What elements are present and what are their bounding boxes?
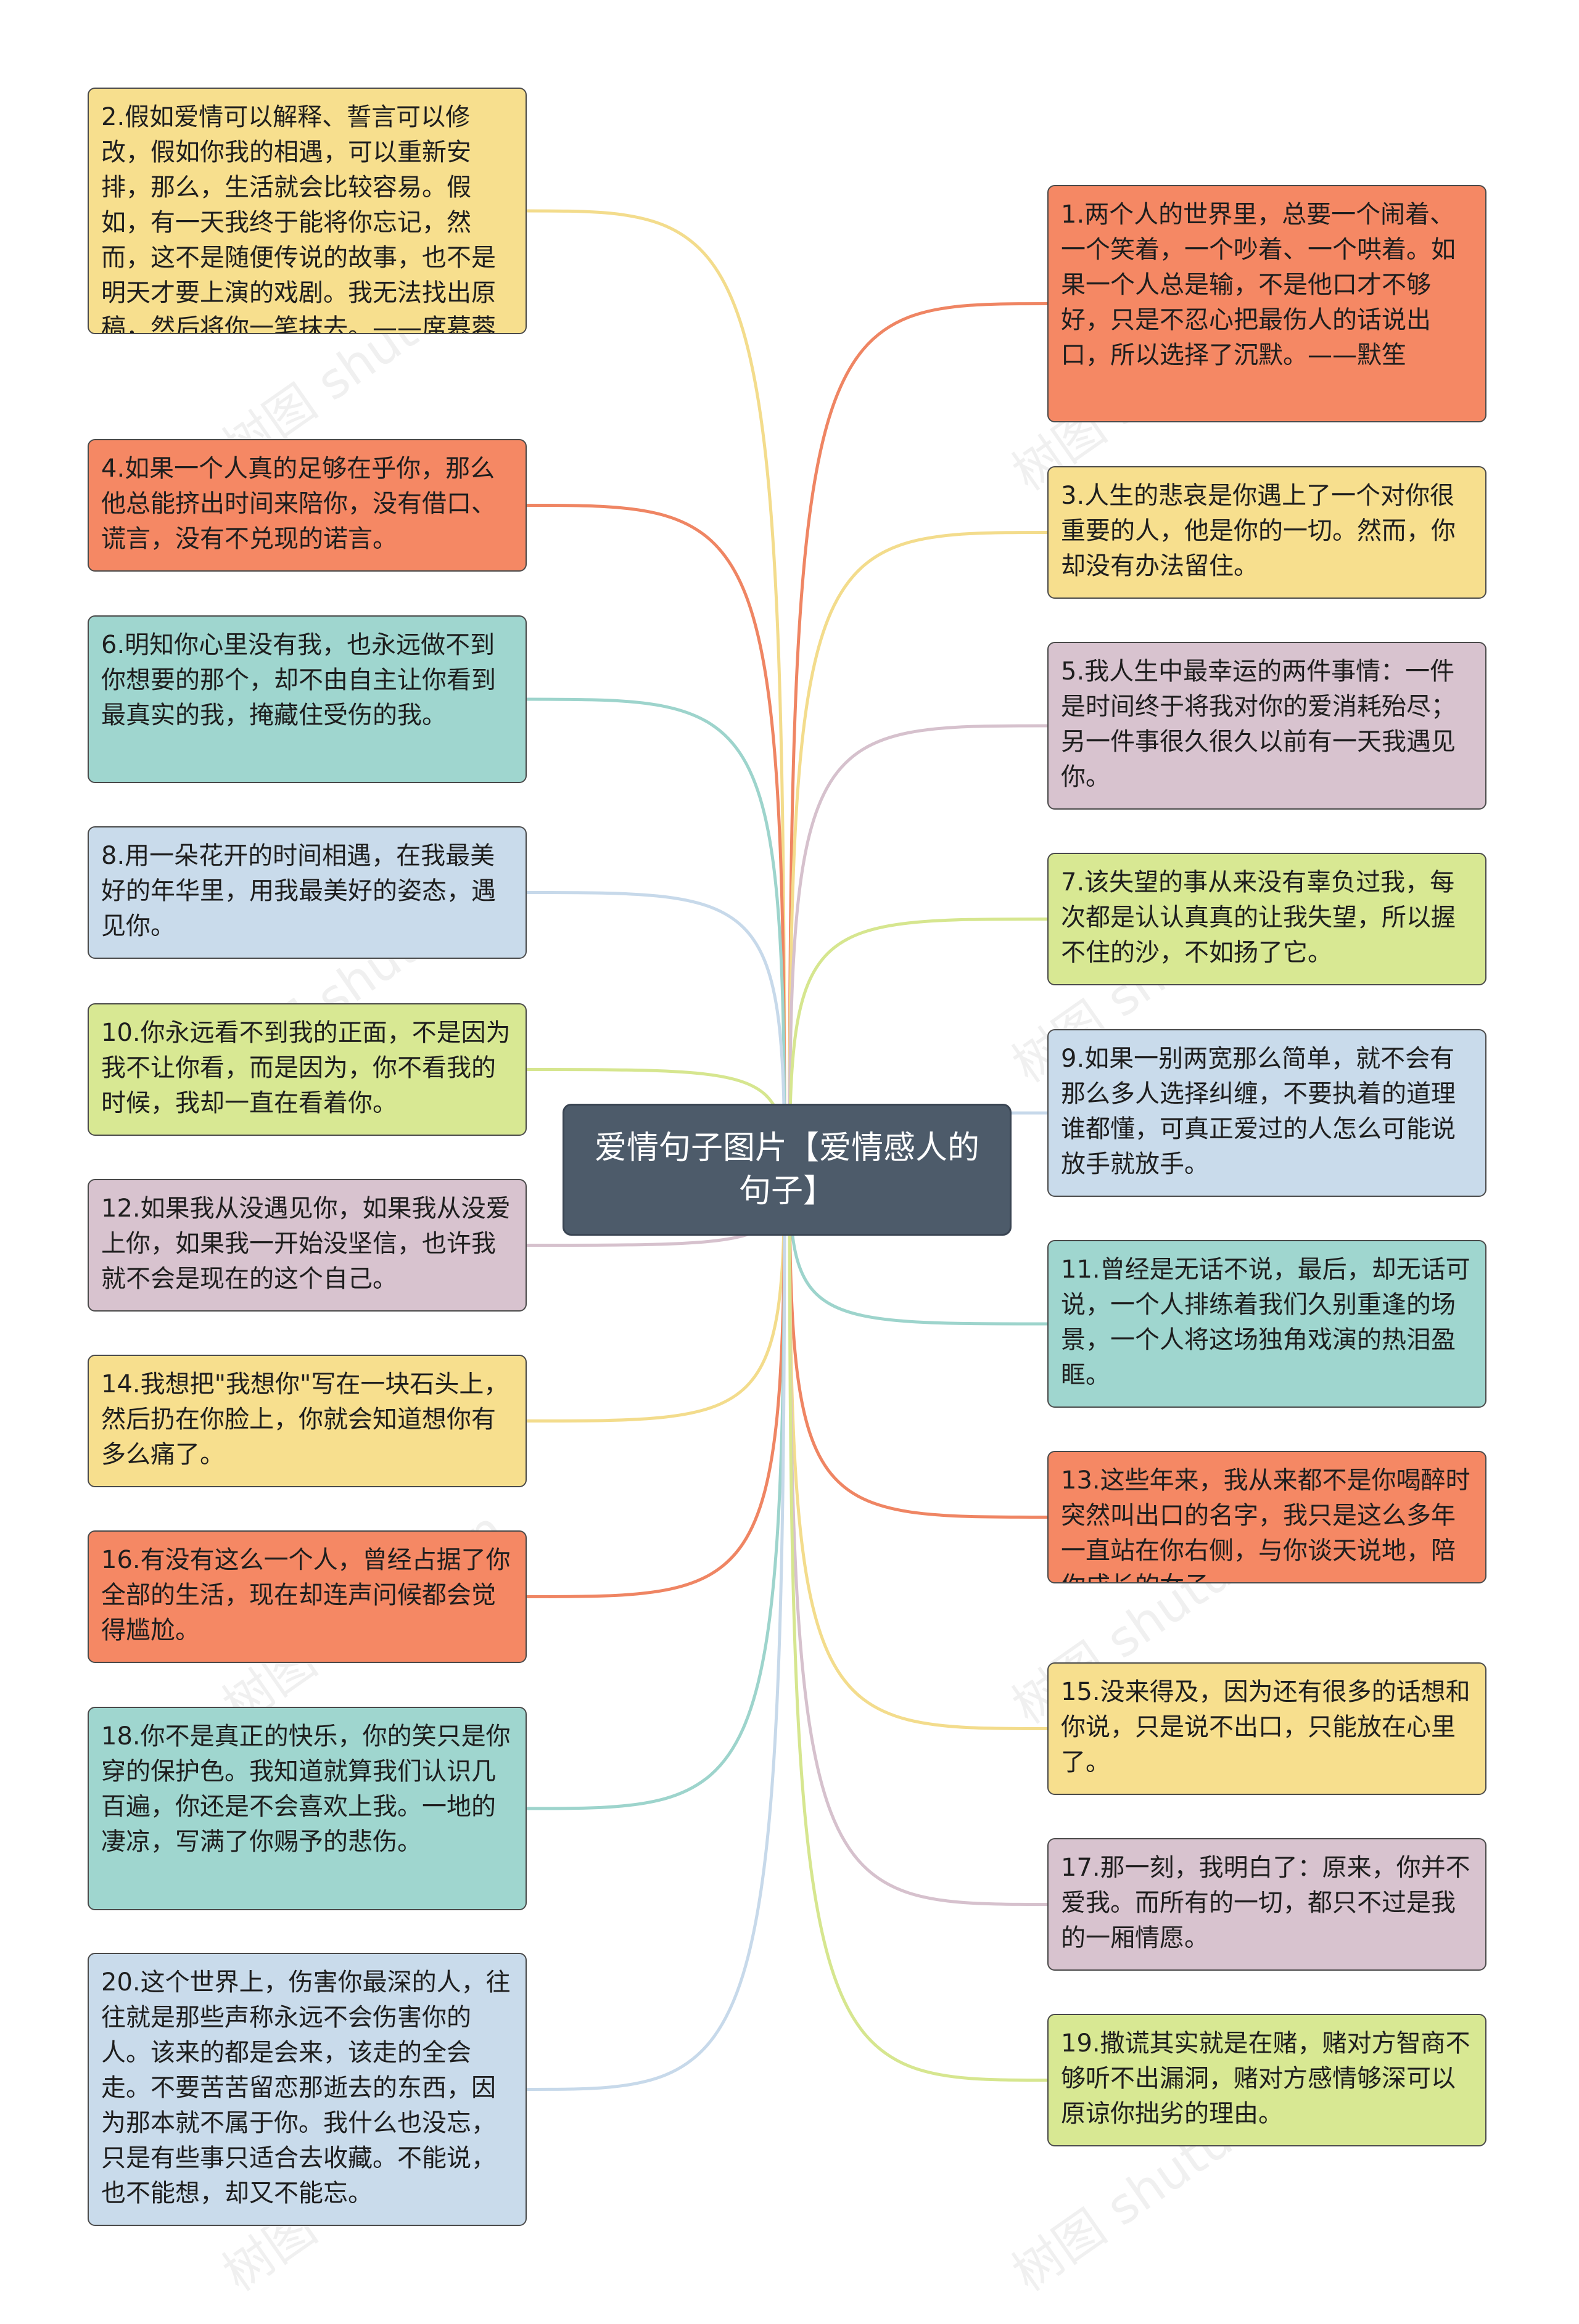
topic-node-right[interactable]: 9.如果一别两宽那么简单，就不会有那么多人选择纠缠，不要执着的道理谁都懂，可真正… xyxy=(1047,1029,1486,1197)
topic-node-text: 10.你永远看不到我的正面，不是因为我不让你看，而是因为，你不看我的时候，我却一… xyxy=(101,1019,511,1117)
connector-line xyxy=(525,209,786,1172)
topic-node-text: 8.用一朵花开的时间相遇，在我最美好的年华里，用我最美好的姿态，遇见你。 xyxy=(101,842,496,940)
connector-line xyxy=(788,918,1049,1172)
topic-node-text: 12.如果我从没遇见你，如果我从没爱上你，如果我一开始没坚信，也许我就不会是现在… xyxy=(101,1194,511,1293)
topic-node-right[interactable]: 17.那一刻，我明白了：原来，你并不爱我。而所有的一切，都只不过是我的一厢情愿。 xyxy=(1047,1838,1486,1971)
topic-node-left[interactable]: 16.有没有这么一个人，曾经占据了你全部的生活，现在却连声问候都会觉得尴尬。 xyxy=(88,1530,527,1663)
connector-line xyxy=(788,724,1049,1172)
topic-node-text: 13.这些年来，我从来都不是你喝醉时突然叫出口的名字，我只是这么多年一直站在你右… xyxy=(1061,1466,1470,1582)
topic-node-left[interactable]: 4.如果一个人真的足够在乎你，那么他总能挤出时间来陪你，没有借口、谎言，没有不兑… xyxy=(88,439,527,572)
connector-line xyxy=(525,891,786,1172)
topic-node-right[interactable]: 19.撒谎其实就是在赌，赌对方智商不够听不出漏洞，赌对方感情够深可以原谅你拙劣的… xyxy=(1047,2014,1486,2146)
topic-node-left[interactable]: 12.如果我从没遇见你，如果我从没爱上你，如果我一开始没坚信，也许我就不会是现在… xyxy=(88,1179,527,1312)
topic-node-right[interactable]: 13.这些年来，我从来都不是你喝醉时突然叫出口的名字，我只是这么多年一直站在你右… xyxy=(1047,1451,1486,1583)
topic-node-text: 19.撒谎其实就是在赌，赌对方智商不够听不出漏洞，赌对方感情够深可以原谅你拙劣的… xyxy=(1061,2029,1470,2128)
topic-node-text: 2.假如爱情可以解释、誓言可以修改，假如你我的相遇，可以重新安排，那么，生活就会… xyxy=(101,103,496,334)
topic-node-right[interactable]: 7.该失望的事从来没有辜负过我，每次都是认认真真的让我失望，所以握不住的沙，不如… xyxy=(1047,853,1486,985)
topic-node-text: 7.该失望的事从来没有辜负过我，每次都是认认真真的让我失望，所以握不住的沙，不如… xyxy=(1061,868,1456,967)
topic-node-right[interactable]: 3.人生的悲哀是你遇上了一个对你很重要的人，他是你的一切。然而，你却没有办法留住… xyxy=(1047,466,1486,599)
topic-node-right[interactable]: 1.两个人的世界里，总要一个闹着、一个笑着，一个吵着、一个哄着。如果一个人总是输… xyxy=(1047,185,1486,422)
topic-node-text: 5.我人生中最幸运的两件事情：一件是时间终于将我对你的爱消耗殆尽；另一件事很久很… xyxy=(1061,657,1456,791)
topic-node-right[interactable]: 5.我人生中最幸运的两件事情：一件是时间终于将我对你的爱消耗殆尽；另一件事很久很… xyxy=(1047,642,1486,810)
connector-line xyxy=(788,1168,1049,1906)
connector-line xyxy=(525,697,786,1172)
connector-line xyxy=(788,531,1049,1172)
connector-line xyxy=(525,1168,786,1810)
central-topic-label: 爱情句子图片【爱情感人的句子】 xyxy=(594,1130,979,1210)
central-topic[interactable]: 爱情句子图片【爱情感人的句子】 xyxy=(563,1104,1012,1236)
topic-node-text: 1.两个人的世界里，总要一个闹着、一个笑着，一个吵着、一个哄着。如果一个人总是输… xyxy=(1061,200,1456,369)
topic-node-left[interactable]: 8.用一朵花开的时间相遇，在我最美好的年华里，用我最美好的姿态，遇见你。 xyxy=(88,826,527,959)
topic-node-text: 17.那一刻，我明白了：原来，你并不爱我。而所有的一切，都只不过是我的一厢情愿。 xyxy=(1061,1854,1470,1952)
topic-node-text: 6.明知你心里没有我，也永远做不到你想要的那个，却不由自主让你看到最真实的我，掩… xyxy=(101,631,496,729)
topic-node-text: 11.曾经是无话不说，最后，却无话可说，一个人排练着我们久别重逢的场景，一个人将… xyxy=(1061,1255,1470,1389)
topic-node-text: 14.我想把"我想你"写在一块石头上，然后扔在你脸上，你就会知道想你有多么痛了。 xyxy=(101,1370,509,1469)
topic-node-left[interactable]: 20.这个世界上，伤害你最深的人，往往就是那些声称永远不会伤害你的人。该来的都是… xyxy=(88,1953,527,2226)
topic-node-text: 3.人生的悲哀是你遇上了一个对你很重要的人，他是你的一切。然而，你却没有办法留住… xyxy=(1061,482,1456,580)
connector-line xyxy=(525,504,786,1172)
topic-node-text: 20.这个世界上，伤害你最深的人，往往就是那些声称永远不会伤害你的人。该来的都是… xyxy=(101,1968,511,2207)
connector-line xyxy=(788,1168,1049,1730)
topic-node-left[interactable]: 10.你永远看不到我的正面，不是因为我不让你看，而是因为，你不看我的时候，我却一… xyxy=(88,1003,527,1136)
topic-node-left[interactable]: 2.假如爱情可以解释、誓言可以修改，假如你我的相遇，可以重新安排，那么，生活就会… xyxy=(88,88,527,334)
topic-node-text: 15.没来得及，因为还有很多的话想和你说，只是说不出口，只能放在心里了。 xyxy=(1061,1678,1470,1776)
topic-node-text: 9.如果一别两宽那么简单，就不会有那么多人选择纠缠，不要执着的道理谁都懂，可真正… xyxy=(1061,1045,1456,1178)
topic-node-left[interactable]: 6.明知你心里没有我，也永远做不到你想要的那个，却不由自主让你看到最真实的我，掩… xyxy=(88,615,527,783)
topic-node-text: 18.你不是真正的快乐，你的笑只是你穿的保护色。我知道就算我们认识几百遍，你还是… xyxy=(101,1722,511,1856)
connector-line xyxy=(788,1168,1049,2082)
topic-node-left[interactable]: 14.我想把"我想你"写在一块石头上，然后扔在你脸上，你就会知道想你有多么痛了。 xyxy=(88,1355,527,1487)
topic-node-text: 16.有没有这么一个人，曾经占据了你全部的生活，现在却连声问候都会觉得尴尬。 xyxy=(101,1546,511,1644)
connector-line xyxy=(788,302,1049,1172)
topic-node-right[interactable]: 15.没来得及，因为还有很多的话想和你说，只是说不出口，只能放在心里了。 xyxy=(1047,1662,1486,1795)
topic-node-right[interactable]: 11.曾经是无话不说，最后，却无话可说，一个人排练着我们久别重逢的场景，一个人将… xyxy=(1047,1240,1486,1408)
topic-node-left[interactable]: 18.你不是真正的快乐，你的笑只是你穿的保护色。我知道就算我们认识几百遍，你还是… xyxy=(88,1707,527,1910)
connector-line xyxy=(525,1168,786,2091)
topic-node-text: 4.如果一个人真的足够在乎你，那么他总能挤出时间来陪你，没有借口、谎言，没有不兑… xyxy=(101,454,496,553)
